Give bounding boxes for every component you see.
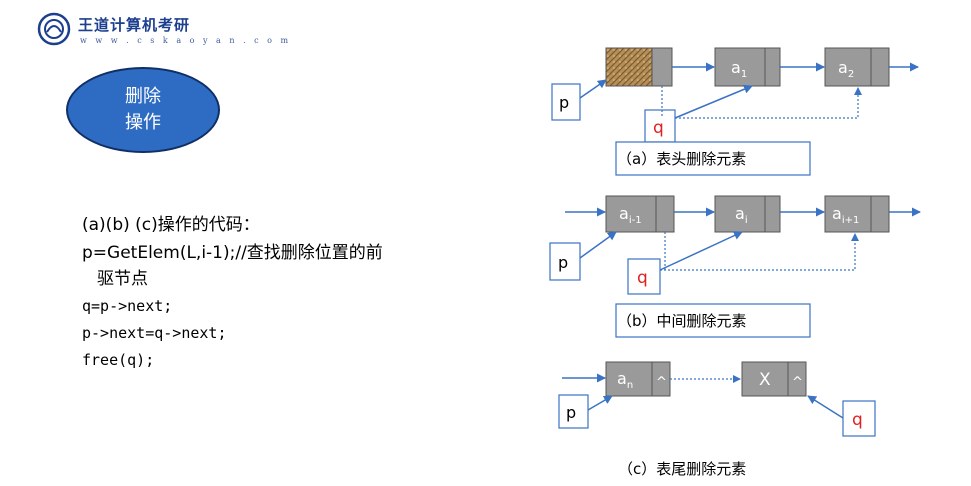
b-node1-label: ai-1 (619, 204, 642, 226)
b-node2-label: ai (735, 204, 748, 226)
b-node2-data (714, 195, 766, 233)
c-q-label: q (852, 410, 863, 430)
oval-line2: 操作 (125, 112, 161, 133)
c-p-box (558, 394, 589, 429)
diagram-a: a1 a2 p q （a）表头删除元素 (551, 47, 919, 176)
logo-url: w w w . c s k a o y a n . c o m (80, 36, 292, 45)
code-line-6: free(q); (82, 351, 155, 369)
b-node1-data (605, 195, 657, 233)
b-caption: （b）中间删除元素 (617, 312, 747, 330)
a-node1-ptr (764, 47, 781, 87)
a-caption-box (615, 141, 811, 176)
c-node2-data (741, 361, 789, 397)
b-p-label: p (558, 253, 568, 272)
code-line-1: (a)(b) (c)操作的代码： (82, 215, 260, 235)
b-caption-box (615, 303, 811, 338)
b-arrow-q-to-n2 (659, 231, 743, 271)
b-q-label: q (637, 268, 648, 288)
b-arrow-p-to-n1 (579, 231, 617, 259)
a-caption: （a）表头删除元素 (617, 150, 746, 168)
a-node2-label: a2 (838, 58, 854, 80)
a-node2-ptr (870, 47, 890, 87)
b-q-box (627, 258, 661, 295)
c-caption: （c）表尾删除元素 (618, 460, 746, 478)
c-p-label: p (566, 403, 576, 422)
a-node1-label: a1 (731, 58, 747, 80)
a-node2-data (824, 47, 872, 87)
code-line-2: p=GetElem(L,i-1);//查找删除位置的前 (82, 243, 383, 263)
a-p-box (551, 83, 581, 121)
b-node3-data (824, 195, 872, 233)
diagram-b: ai-1 ai ai+1 p q （b）中间删除元素 (549, 195, 921, 338)
a-dotted-to-a2 (675, 87, 862, 119)
b-dotted-to-n3 (660, 233, 859, 271)
a-node1-data (714, 47, 766, 87)
a-arrow-p-to-head (579, 79, 607, 99)
code-line-5: p->next=q->next; (82, 324, 227, 342)
oval-line1: 删除 (125, 86, 161, 107)
a-p-label: p (559, 93, 569, 112)
operation-oval: 删除 操作 (66, 67, 220, 153)
b-node3-label: ai+1 (832, 204, 859, 226)
c-arrow-p-to-n1 (587, 395, 613, 411)
code-line-3: 驱节点 (97, 269, 148, 289)
b-p-box (549, 242, 581, 281)
a-head-node-data (605, 47, 653, 87)
c-node2-label: X (759, 370, 771, 390)
c-node2-ptr-label: ^ (792, 375, 803, 390)
diagram-c: an ^ X ^ p q （c）表尾删除元素 (558, 361, 876, 478)
code-line-4: q=p->next; (82, 297, 173, 315)
logo-icon (37, 12, 71, 46)
logo-title: 王道计算机考研 (78, 16, 191, 34)
c-node1-label: an (617, 369, 633, 391)
a-q-label: q (653, 118, 664, 138)
b-node3-ptr (870, 195, 890, 233)
a-head-node-ptr (651, 47, 673, 87)
c-arrow-q-to-x (807, 395, 844, 419)
c-q-box (842, 400, 876, 437)
c-node1-ptr-label: ^ (656, 375, 667, 390)
a-arrow-q-to-a1 (674, 84, 753, 119)
b-node2-ptr (764, 195, 781, 233)
c-node2-ptr (787, 361, 807, 397)
b-node1-ptr (655, 195, 675, 233)
a-q-box (644, 109, 676, 143)
